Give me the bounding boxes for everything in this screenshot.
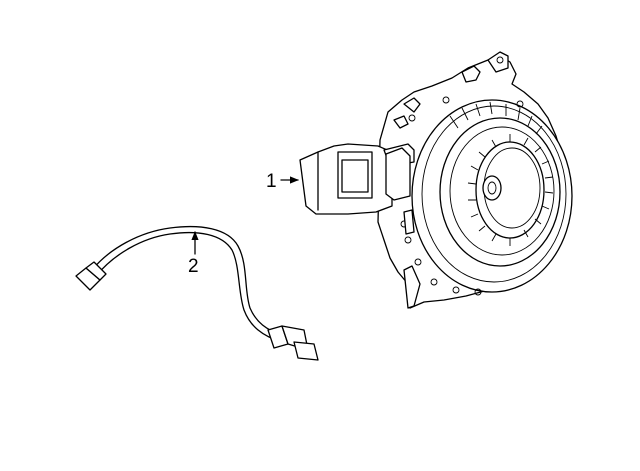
callout-1-label: 1 bbox=[266, 171, 277, 192]
callout-2-label: 2 bbox=[188, 256, 199, 277]
spline-teeth bbox=[467, 134, 554, 246]
callout-1: 1 bbox=[266, 171, 299, 192]
callout-2: 2 bbox=[188, 231, 199, 277]
wiring-harness bbox=[75, 225, 319, 361]
motor-assembly bbox=[299, 51, 573, 309]
